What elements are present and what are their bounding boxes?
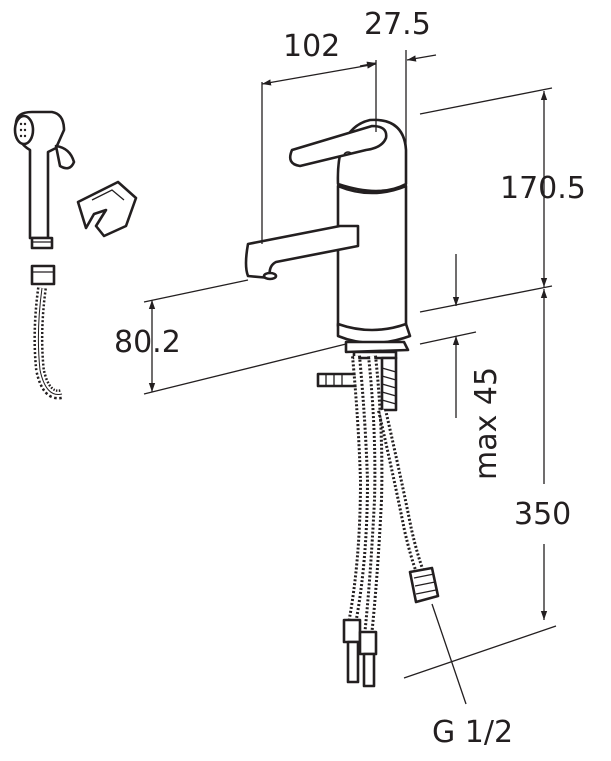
shower-hose-icon: [30, 264, 64, 400]
dimension-spout-reach: 102: [283, 29, 340, 64]
hand-shower-icon: [13, 110, 76, 250]
dimension-body-height: 170.5: [500, 171, 586, 206]
dimension-lines: [143, 50, 557, 705]
dimension-max-deck-thickness: max 45: [469, 367, 504, 480]
wall-bracket-icon: [76, 180, 138, 238]
faucet-body-icon: [244, 118, 412, 412]
dimension-hose-length: 350: [514, 497, 571, 532]
dimension-lever-offset: 27.5: [364, 7, 431, 42]
dimension-spout-height: 80.2: [114, 325, 181, 360]
supply-hoses-icon: [342, 355, 440, 688]
dimension-connection-thread: G 1/2: [432, 715, 513, 750]
